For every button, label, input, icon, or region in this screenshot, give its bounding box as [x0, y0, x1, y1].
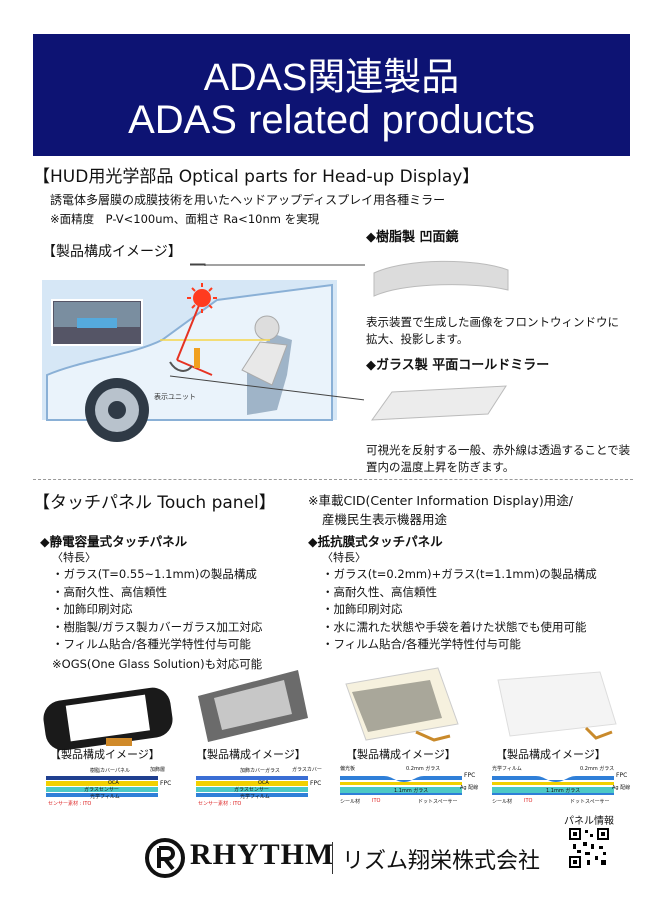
diag1-fpc: FPC	[160, 780, 172, 787]
capacitive-note: ※OGS(One Glass Solution)も対応可能	[52, 657, 263, 671]
diag1-top: 樹脂カバーパネル	[90, 768, 130, 774]
diag3-glass2: 1.1mm ガラス	[394, 788, 429, 794]
resistive-title: ◆抵抗膜式タッチパネル	[308, 534, 443, 549]
capacitive-title: ◆静電容量式タッチパネル	[40, 534, 188, 549]
diag4-glass2: 1.1mm ガラス	[546, 788, 581, 794]
qr-code-icon[interactable]	[569, 828, 609, 868]
diag3-top: 偏光板	[340, 766, 356, 772]
touch-usage-line1: ※車載CID(Center Information Display)用途/	[308, 493, 573, 508]
diag1-bottom: センサー素材 : ITO	[48, 801, 92, 807]
image-label-2: 【製品構成イメージ】	[196, 748, 306, 761]
company-name: リズム翔栄株式会社	[342, 849, 541, 874]
title-en: ADAS related products	[128, 98, 535, 142]
rhythm-logo-icon	[145, 838, 185, 878]
mirror1-title: ◆樹脂製 凹面鏡	[366, 230, 459, 245]
title-jp: ADAS関連製品	[203, 57, 460, 99]
diag3-dot: ドットスペーサー	[418, 799, 458, 805]
capacitive-features-label: 〈特長〉	[52, 551, 96, 564]
diag2-fpc: FPC	[310, 780, 322, 787]
diag2-right: ガラスカバー	[292, 767, 322, 773]
layer-diagram-4: 光学フィルム 0.2mm ガラス 1.1mm ガラス シール材 ITO ドットス…	[486, 762, 636, 806]
footer-divider	[332, 842, 333, 874]
layer-diagram-1: 樹脂カバーパネル OCA ガラスセンサー 光学フィルム センサー素材 : ITO…	[38, 764, 178, 807]
panel-info-label: パネル情報	[564, 816, 614, 827]
image-label-3: 【製品構成イメージ】	[346, 748, 456, 761]
hud-heading: 【HUD用光学部品 Optical parts for Head-up Disp…	[33, 167, 480, 187]
product-image-4	[492, 662, 622, 746]
layer-diagram-3: 偏光板 0.2mm ガラス 1.1mm ガラス シール材 ITO ドットスペーサ…	[334, 762, 484, 806]
concave-mirror-image	[366, 248, 516, 310]
cold-mirror-image	[364, 380, 514, 432]
resistive-features-label: 〈特長〉	[322, 551, 366, 564]
list-item: ・フィルム貼合/各種光学特性付与可能	[52, 637, 251, 651]
section-divider	[33, 479, 633, 480]
title-banner: ADAS関連製品 ADAS related products	[33, 34, 630, 156]
resistive-features-list: ・ガラス(t=0.2mm)+ガラス(t=1.1mm)の製品構成 ・高耐久性、高信…	[322, 566, 597, 654]
product-image-3	[338, 662, 466, 746]
list-item: ・ガラス(t=0.2mm)+ガラス(t=1.1mm)の製品構成	[322, 567, 597, 581]
image-label-4: 【製品構成イメージ】	[496, 748, 606, 761]
diag3-fpc: FPC	[464, 772, 476, 779]
diag4-dot: ドットスペーサー	[570, 799, 610, 805]
hud-car-diagram: 表示ユニット	[42, 280, 337, 445]
hud-diagram-label: 【製品構成イメージ】	[42, 244, 182, 260]
mirror1-description: 表示装置で生成した画像をフロントウィンドウに拡大、投影します。	[366, 315, 619, 346]
brand-name: RHYTHM	[190, 838, 335, 871]
display-unit-label: 表示ユニット	[154, 393, 196, 401]
list-item: ・水に濡れた状態や手袋を着けた状態でも使用可能	[322, 619, 587, 634]
list-item: ・樹脂製/ガラス製カバーガラス加工対応	[52, 619, 263, 634]
diag4-top: 光学フィルム	[492, 766, 522, 772]
diag4-glass1: 0.2mm ガラス	[580, 766, 615, 772]
diag2-top: 加飾カバーガラス	[240, 768, 280, 774]
diag1-right: 加飾層	[150, 767, 166, 773]
diag1-oca: OCA	[108, 780, 119, 786]
diag4-ag: Ag 配線	[612, 785, 631, 791]
mirror2-description: 可視光を反射する一般、赤外線は透過することで装置内の温度上昇を防ぎます。	[366, 443, 631, 474]
diag4-seal: シール材	[492, 799, 513, 805]
diag3-glass1: 0.2mm ガラス	[406, 766, 441, 772]
mirror2-title: ◆ガラス製 平面コールドミラー	[366, 358, 550, 373]
list-item: ・加飾印刷対応	[322, 602, 403, 616]
list-item: ・高耐久性、高信頼性	[322, 584, 437, 599]
list-item: ・ガラス(T=0.55~1.1mm)の製品構成	[52, 567, 257, 581]
diag4-fpc: FPC	[616, 772, 628, 779]
diag3-seal: シール材	[340, 799, 361, 805]
diag3-ito: ITO	[372, 798, 381, 804]
touch-heading: 【タッチパネル Touch panel】	[33, 493, 276, 513]
diag3-ag: Ag 配線	[460, 785, 479, 791]
product-image-2	[188, 664, 313, 746]
diag4-ito: ITO	[524, 798, 533, 804]
diag1-sensor: ガラスセンサー	[84, 787, 119, 793]
list-item: ・高耐久性、高信頼性	[52, 584, 167, 599]
diag2-bottom: センサー素材 : ITO	[198, 801, 242, 807]
diag1-film: 光学フィルム	[90, 794, 120, 800]
list-item: ・フィルム貼合/各種光学特性付与可能	[322, 637, 521, 651]
hud-description: 誘電体多層膜の成膜技術を用いたヘッドアップディスプレイ用各種ミラー	[50, 193, 446, 207]
layer-diagram-2: 加飾カバーガラス OCA ガラスセンサー 光学フィルム センサー素材 : ITO…	[188, 764, 328, 807]
product-image-1	[38, 680, 178, 751]
diag2-sensor: ガラスセンサー	[234, 787, 269, 793]
callout-lines	[169, 263, 366, 401]
diag2-film: 光学フィルム	[240, 794, 270, 800]
touch-usage-line2: 産機民生表示機器用途	[322, 512, 448, 527]
list-item: ・加飾印刷対応	[52, 602, 133, 616]
diag2-oca: OCA	[258, 780, 269, 786]
capacitive-features-list: ・ガラス(T=0.55~1.1mm)の製品構成 ・高耐久性、高信頼性 ・加飾印刷…	[52, 566, 262, 654]
hud-spec: ※面精度 P-V<100um、面粗さ Ra<10nm を実現	[50, 212, 320, 226]
image-label-1: 【製品構成イメージ】	[50, 748, 160, 761]
